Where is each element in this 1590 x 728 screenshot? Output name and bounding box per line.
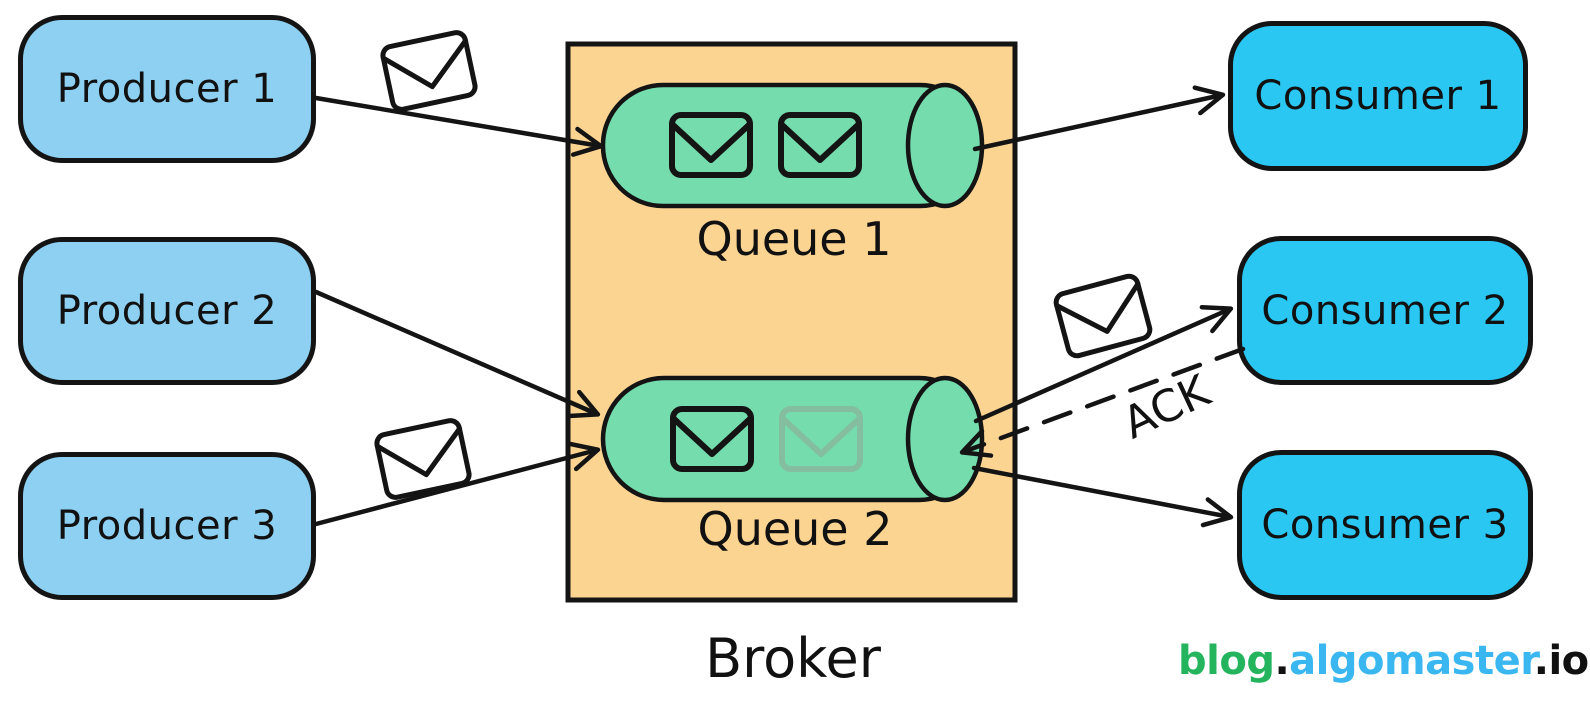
envelope-icon (778, 112, 862, 178)
consumer-2-node: Consumer 2 (1237, 236, 1533, 385)
branding-dot: . (1274, 638, 1290, 684)
queue-2-cylinder (600, 375, 983, 503)
queue-2-label: Queue 2 (697, 502, 893, 556)
consumer-3-node: Consumer 3 (1237, 450, 1533, 600)
producer-1-node: Producer 1 (18, 15, 316, 163)
producer-3-node: Producer 3 (18, 452, 316, 600)
branding-algomaster: algomaster (1289, 638, 1534, 684)
arrow-producer1-to-queue1 (313, 95, 604, 157)
producer-3-label: Producer 3 (56, 503, 278, 549)
branding-watermark: blog.algomaster.io (1178, 638, 1589, 684)
envelope-icon (670, 406, 754, 472)
queue-1-cylinder (600, 82, 983, 209)
ack-label: ACK (1115, 365, 1218, 450)
consumer-2-label: Consumer 2 (1261, 287, 1509, 334)
producer-2-node: Producer 2 (18, 237, 316, 385)
consumer-1-label: Consumer 1 (1254, 73, 1502, 119)
broker-label: Broker (705, 627, 881, 690)
consumer-3-label: Consumer 3 (1261, 502, 1509, 548)
arrow-queue2-to-consumer3 (971, 465, 1234, 528)
arrow-queue1-to-consumer1 (972, 85, 1226, 152)
producer-1-label: Producer 1 (56, 66, 278, 112)
arrow-producer3-to-queue2 (313, 441, 601, 527)
faded-envelope-icon (779, 406, 863, 472)
producer-2-label: Producer 2 (56, 288, 278, 334)
arrow-producer2-to-queue2 (313, 289, 601, 419)
envelope-icon (380, 30, 478, 112)
branding-blog: blog (1178, 638, 1275, 684)
envelope-icon (374, 418, 472, 500)
branding-io: .io (1533, 638, 1589, 684)
queue-1-cylinder-cap (905, 82, 985, 209)
envelope-icon (1053, 273, 1153, 359)
consumer-1-node: Consumer 1 (1228, 21, 1528, 171)
envelope-icon (669, 112, 753, 178)
queue-1-label: Queue 1 (696, 212, 892, 266)
queue-2-cylinder-cap (905, 375, 985, 503)
